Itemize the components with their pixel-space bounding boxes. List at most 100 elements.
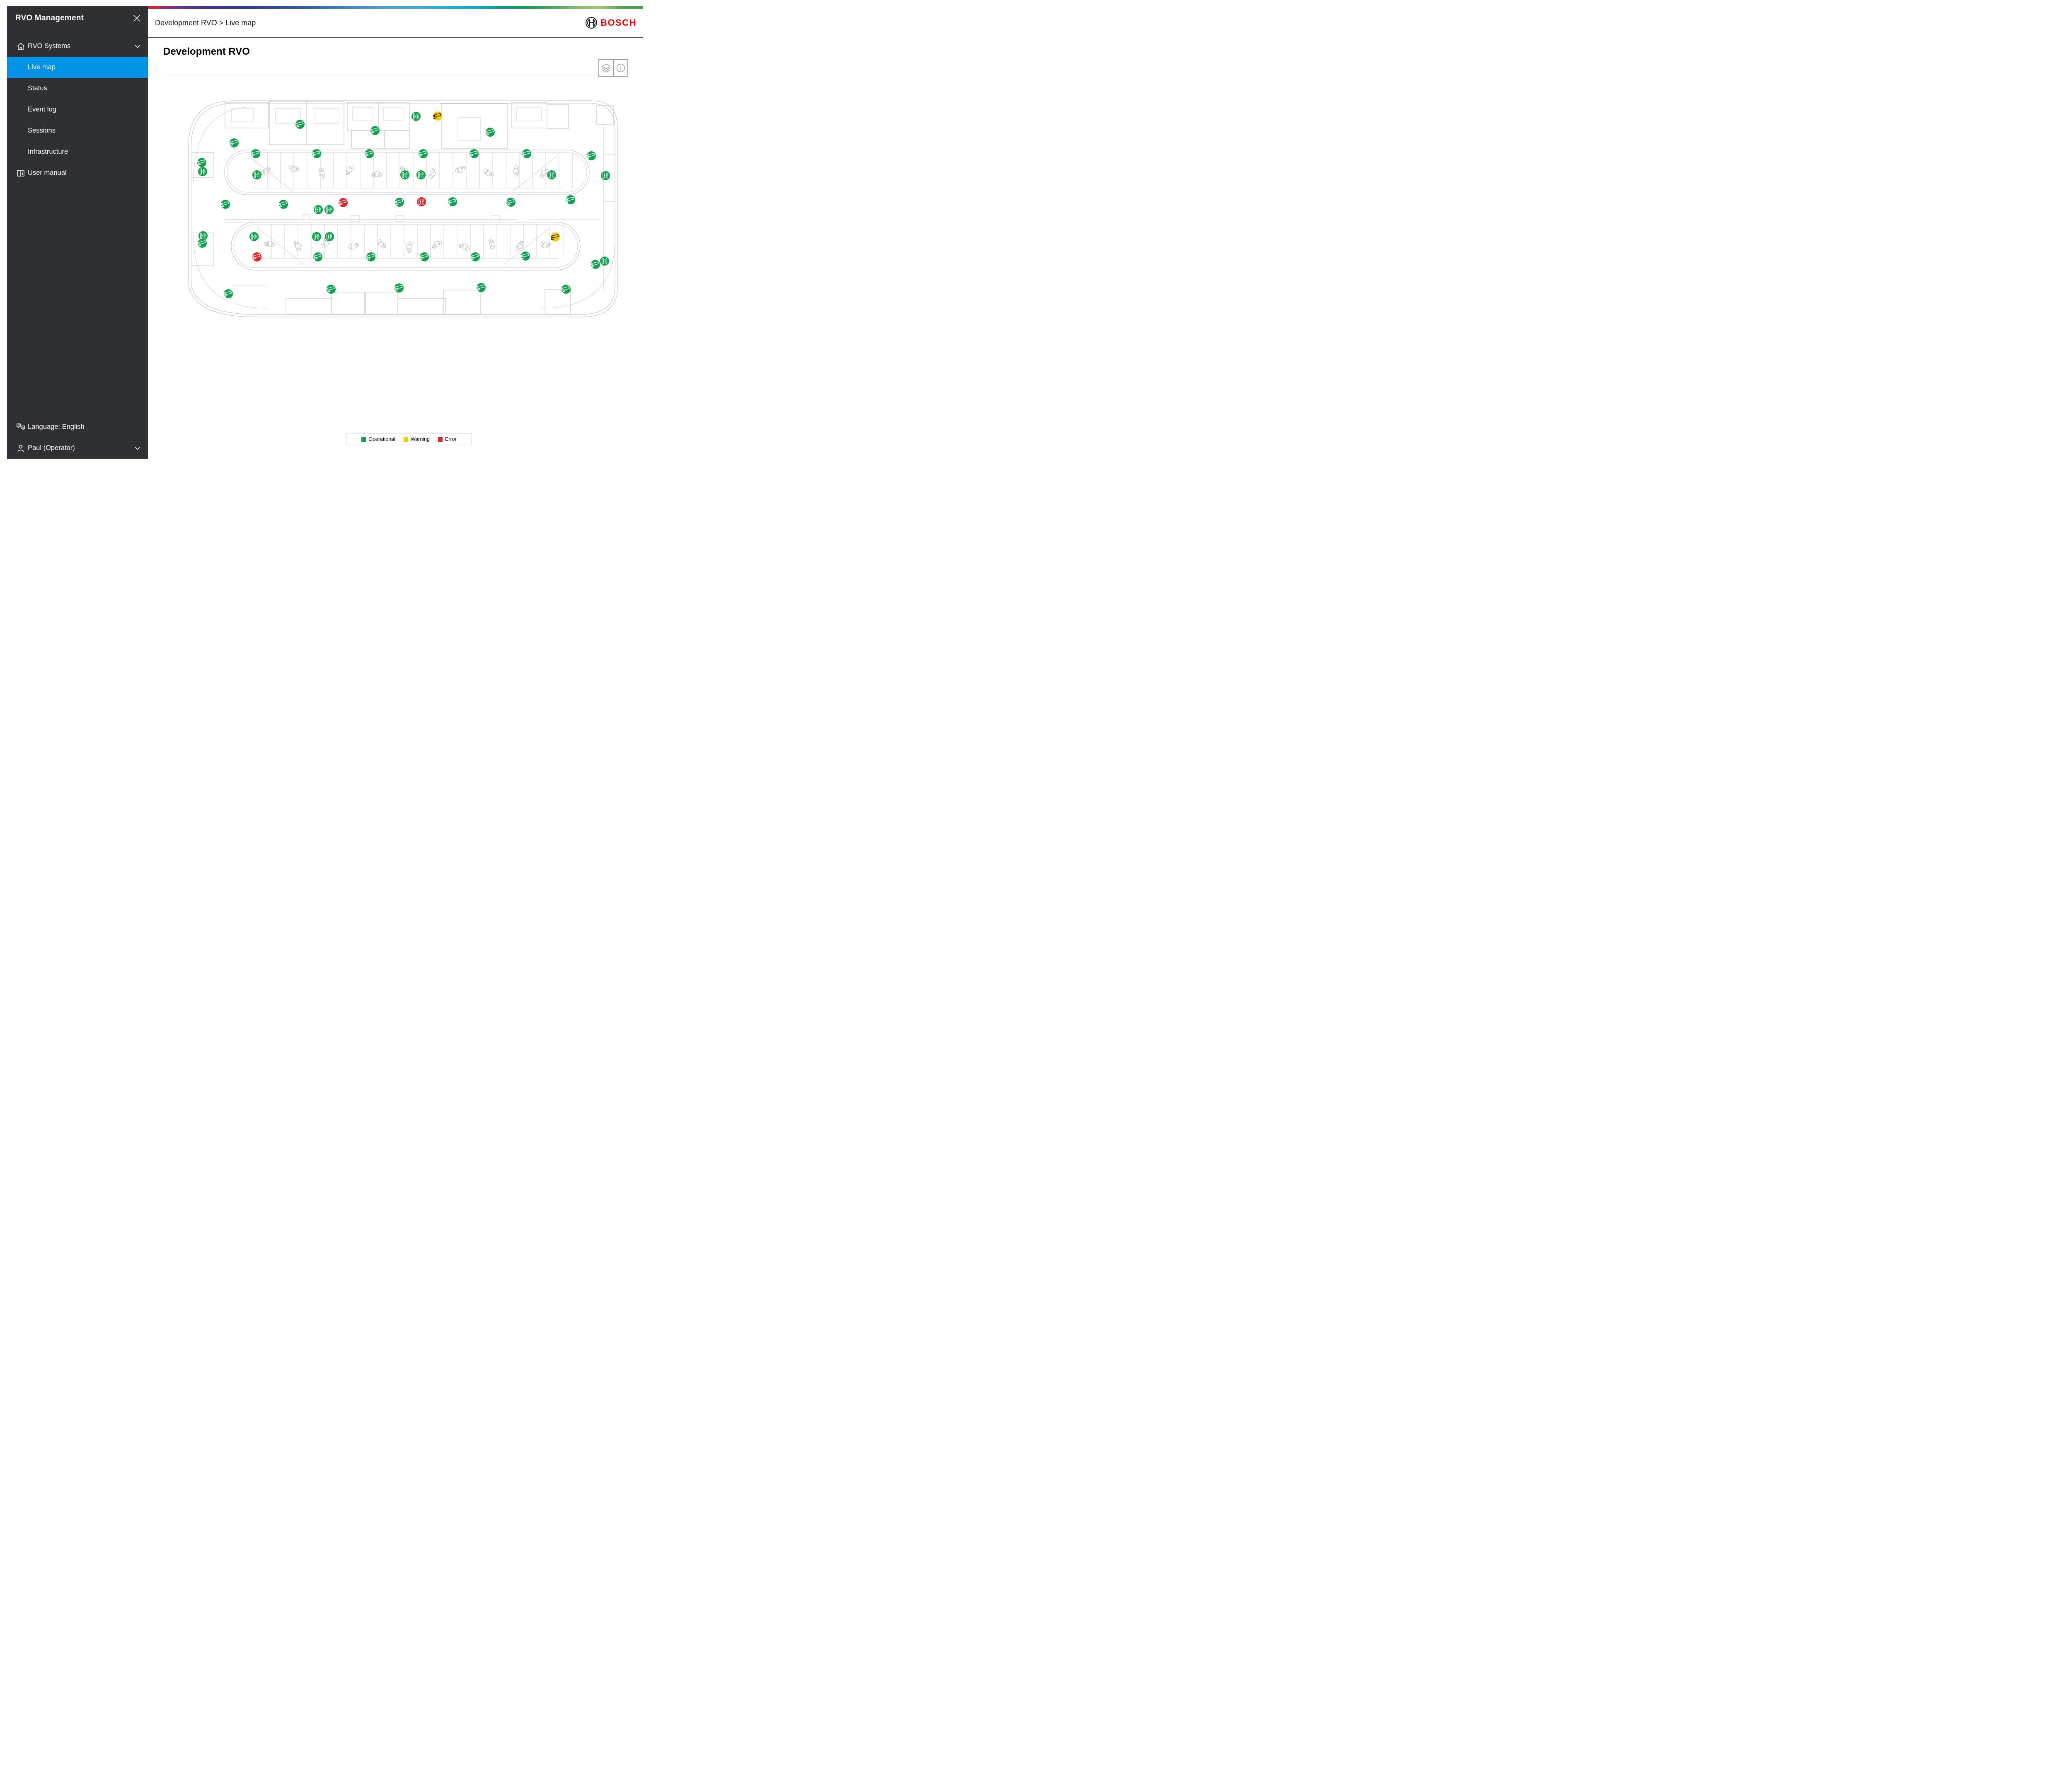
- legend-label: Operational: [368, 436, 395, 442]
- map-marker-sensor[interactable]: [547, 170, 556, 179]
- legend-label: Error: [445, 436, 457, 442]
- map-marker-camera[interactable]: [562, 285, 571, 294]
- sidebar-item-infrastructure[interactable]: Infrastructure: [7, 141, 148, 162]
- map-marker-camera[interactable]: [395, 283, 404, 293]
- top-bar: Development RVO > Live map BOSCH: [148, 9, 643, 38]
- map-legend: Operational Warning Error: [346, 433, 472, 445]
- language-selector[interactable]: 文 A Language: English: [7, 416, 148, 438]
- map-marker-camera[interactable]: [252, 252, 261, 261]
- sidebar: RVO Management RVO Systems Live map Stat…: [7, 6, 148, 459]
- map-marker-camera[interactable]: [365, 149, 374, 158]
- sidebar-item-label: Live map: [28, 63, 56, 71]
- map-marker-sensor[interactable]: [198, 231, 208, 240]
- map-marker-camera[interactable]: [566, 195, 575, 204]
- map-marker-camera[interactable]: [551, 232, 560, 242]
- map-marker-sensor[interactable]: [324, 205, 334, 214]
- map-marker-camera[interactable]: [327, 285, 336, 294]
- map-marker-camera[interactable]: [395, 198, 404, 207]
- live-map[interactable]: [185, 96, 635, 322]
- svg-text:A: A: [22, 426, 24, 429]
- map-marker-camera[interactable]: [591, 260, 600, 269]
- map-marker-camera[interactable]: [339, 198, 348, 207]
- map-marker-camera[interactable]: [197, 158, 206, 167]
- user-icon: [16, 444, 25, 453]
- app-title: RVO Management: [15, 14, 84, 22]
- map-marker-camera[interactable]: [477, 283, 486, 292]
- svg-text:文: 文: [18, 423, 20, 427]
- map-marker-sensor[interactable]: [325, 232, 334, 241]
- user-manual-icon: [16, 169, 25, 178]
- sidebar-item-label: RVO Systems: [28, 42, 71, 50]
- sidebar-header: RVO Management: [7, 6, 148, 36]
- chevron-down-icon: [134, 445, 141, 452]
- map-marker-sensor[interactable]: [314, 205, 323, 214]
- map-marker-sensor[interactable]: [312, 232, 321, 241]
- map-marker-camera[interactable]: [470, 149, 479, 158]
- map-marker-sensor[interactable]: [411, 112, 421, 121]
- map-marker-camera[interactable]: [251, 149, 260, 158]
- info-button[interactable]: [614, 59, 628, 77]
- user-menu[interactable]: Paul (Operator): [7, 438, 148, 459]
- legend-item-operational: Operational: [361, 436, 395, 442]
- breadcrumb: Development RVO > Live map: [155, 18, 256, 27]
- sidebar-item-label: Infrastructure: [28, 148, 68, 155]
- map-marker-camera[interactable]: [279, 200, 288, 209]
- sidebar-item-label: Status: [28, 85, 47, 92]
- close-icon[interactable]: [132, 14, 141, 23]
- bosch-supergraphic-strip: [148, 6, 643, 9]
- floorplan-svg: [188, 100, 618, 317]
- legend-label: Warning: [410, 436, 430, 442]
- layers-button[interactable]: [598, 59, 614, 77]
- sidebar-item-label: User manual: [28, 169, 67, 177]
- map-marker-sensor[interactable]: [601, 171, 610, 180]
- map-marker-camera[interactable]: [433, 111, 442, 121]
- map-marker-camera[interactable]: [420, 252, 429, 261]
- sidebar-item-event-log[interactable]: Event log: [7, 99, 148, 120]
- floorplan-top-rooms: [225, 101, 614, 149]
- map-marker-sensor[interactable]: [198, 167, 207, 176]
- sidebar-item-user-manual[interactable]: User manual: [7, 162, 148, 184]
- map-marker-camera[interactable]: [506, 198, 516, 207]
- sidebar-item-label: Sessions: [28, 127, 56, 134]
- map-marker-sensor[interactable]: [400, 170, 409, 179]
- map-marker-camera[interactable]: [366, 252, 375, 261]
- upper-loop: [224, 150, 590, 195]
- user-label: Paul (Operator): [28, 444, 75, 452]
- info-icon: [616, 63, 625, 73]
- map-marker-camera[interactable]: [587, 151, 596, 160]
- map-marker-camera[interactable]: [198, 239, 207, 248]
- map-marker-camera[interactable]: [221, 200, 230, 209]
- map-marker-camera[interactable]: [313, 252, 322, 261]
- home-icon: [16, 42, 25, 51]
- map-marker-camera[interactable]: [521, 252, 530, 261]
- legend-item-warning: Warning: [403, 436, 430, 442]
- map-marker-camera[interactable]: [224, 289, 233, 298]
- station-dividers: [254, 152, 573, 258]
- legend-item-error: Error: [438, 436, 457, 442]
- map-marker-camera[interactable]: [295, 120, 305, 129]
- bosch-symbol-icon: [586, 17, 598, 29]
- map-marker-camera[interactable]: [486, 128, 495, 137]
- sidebar-item-rvo-systems[interactable]: RVO Systems: [7, 36, 148, 57]
- map-marker-camera[interactable]: [419, 149, 428, 158]
- map-marker-camera[interactable]: [370, 126, 380, 135]
- map-marker-sensor[interactable]: [600, 256, 609, 266]
- map-marker-camera[interactable]: [522, 149, 531, 158]
- map-marker-camera[interactable]: [230, 138, 239, 148]
- map-marker-sensor[interactable]: [417, 197, 426, 206]
- main-content: Development RVO > Live map BOSCH Develop…: [148, 6, 643, 459]
- map-marker-sensor[interactable]: [252, 170, 261, 179]
- map-marker-camera[interactable]: [471, 252, 480, 261]
- sidebar-item-status[interactable]: Status: [7, 78, 148, 99]
- page-title: Development RVO: [163, 46, 250, 57]
- map-marker-sensor[interactable]: [416, 170, 426, 179]
- map-marker-camera[interactable]: [312, 149, 321, 158]
- layers-icon: [602, 63, 610, 73]
- lower-loop: [231, 222, 581, 271]
- map-marker-camera[interactable]: [448, 197, 457, 206]
- sidebar-item-sessions[interactable]: Sessions: [7, 120, 148, 141]
- warning-swatch: [403, 437, 408, 442]
- sidebar-item-live-map[interactable]: Live map: [7, 57, 148, 78]
- map-marker-sensor[interactable]: [249, 232, 259, 241]
- sidebar-footer: 文 A Language: English Paul (Operator): [7, 416, 148, 459]
